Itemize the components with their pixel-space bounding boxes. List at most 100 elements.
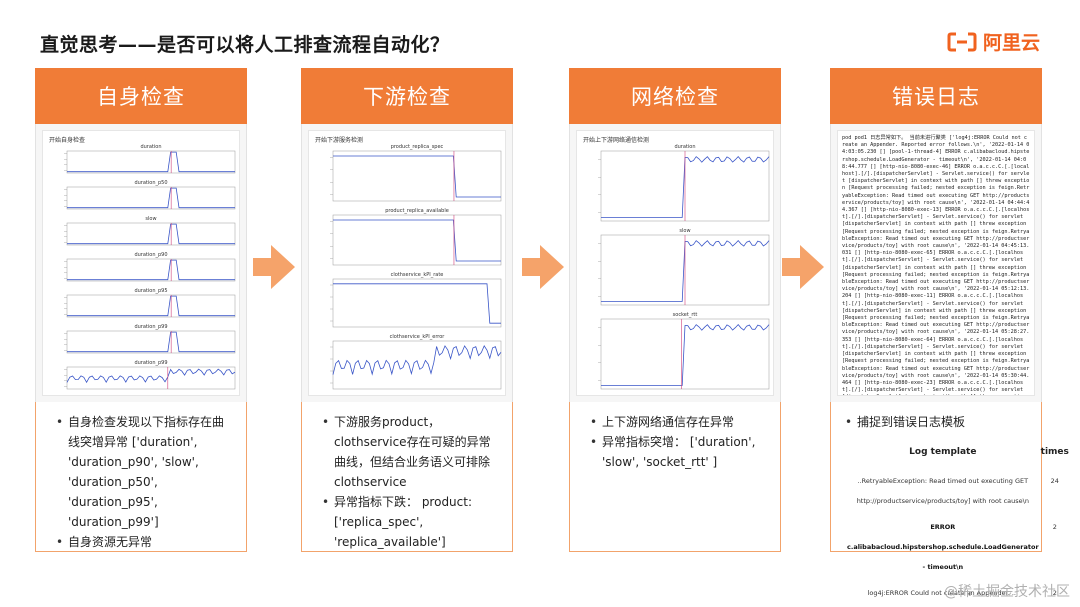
mini-chart-line [67,187,235,209]
table-cell-times: 24 [1050,477,1059,485]
mini-chart-title: clothservice_kPI_rate [391,272,444,278]
table-row: ..RetryableException: Read timed out exe… [845,468,1069,514]
mini-chart-title: slow [679,228,690,234]
mini-chart-frame [66,258,236,282]
mini-chart: slow [598,228,770,306]
mini-chart-line [67,151,235,173]
table-header-times: times [1040,447,1069,457]
table-cell-template: ..RetryableException: Read timed out exe… [856,477,1029,505]
mini-chart-frame [66,366,236,390]
column-header: 网络检查 [569,68,781,124]
table-row: log4j:ERROR Could not create an Appender… [845,580,1069,606]
mini-chart-frame [66,330,236,354]
column-header: 自身检查 [35,68,247,124]
column-error-log: 错误日志 pod pod1 日志异常如下。 当前未进行聚类 ['log4j:ER… [830,68,1069,597]
mini-chart-title: duration_p99 [134,324,167,330]
table-cell-template: ERROR c.alibabacloud.hipstershop.schedul… [847,523,1039,571]
watermark: @稀土掘金技术社区 [944,584,1070,600]
arrow-right-icon [782,245,824,289]
mini-chart-title: duration_p95 [134,288,167,294]
mini-chart: duration [64,144,236,174]
slide-title: 直觉思考——是否可以将人工排查流程自动化？ [40,34,450,56]
network-charts: 开始上下游网络通信检测 duration slow socket_rtt [569,124,781,402]
chart-caption: 开始下游服务检测 [315,137,364,144]
column-notes: 上下游网络通信存在异常 异常指标突增： ['duration', 'slow',… [569,402,781,552]
mini-chart-line [333,219,501,262]
mini-chart-line [333,155,501,198]
mini-chart-title: duration_p99 [134,360,167,366]
column-notes: 捕捉到错误日志模板 Log template times ..Retryable… [830,402,1069,597]
mini-chart-title: clothservice_kPI_error [390,334,446,340]
mini-chart: duration_p50 [64,180,236,210]
note-item: 自身检查发现以下指标存在曲线突增异常 ['duration', 'duratio… [56,412,234,532]
mini-chart-title: socket_rtt [673,312,698,318]
note-item: 异常指标下跌： product: ['replica_spec', 'repli… [322,492,500,552]
column-header: 下游检查 [301,68,513,124]
mini-chart-frame [332,150,502,202]
arrow-right-icon [522,245,564,289]
note-item: 异常指标突增： ['duration', 'slow', 'socket_rtt… [590,432,768,472]
mini-chart: duration_p95 [64,288,236,318]
table-cell-template: log4j:ERROR Could not create an Appender… [867,589,1019,597]
mini-chart: clothservice_kPI_rate [330,272,502,328]
mini-chart: duration_p90 [64,252,236,282]
mini-chart-line [66,368,236,384]
mini-chart-frame [66,222,236,246]
column-notes: 自身检查发现以下指标存在曲线突增异常 ['duration', 'duratio… [35,402,247,552]
chart-caption: 开始上下游网络通信检测 [583,137,650,144]
column-notes: 下游服务product，clothservice存在可疑的异常曲线，但结合业务语… [301,402,513,552]
network-chart-stack: duration slow socket_rtt [598,144,770,390]
mini-chart: product_replica_available [330,208,502,266]
mini-chart-frame [332,340,502,390]
mini-chart: slow [64,216,236,246]
log-output: pod pod1 日志异常如下。 当前未进行聚类 ['log4j:ERROR C… [842,135,1030,395]
mini-chart-title: duration [674,144,695,150]
mini-chart-line [67,295,235,317]
note-item: 自身资源无异常 [56,532,234,552]
aliyun-logo-icon [947,32,977,51]
mini-chart-frame [600,318,770,390]
logo-text: 阿里云 [982,32,1040,54]
note-item: 下游服务product，clothservice存在可疑的异常曲线，但结合业务语… [322,412,500,492]
mini-chart-frame [332,278,502,328]
mini-chart-title: product_replica_spec [391,144,444,150]
table-row: ERROR c.alibabacloud.hipstershop.schedul… [845,514,1069,580]
mini-chart-title: product_replica_available [385,208,449,214]
mini-chart: clothservice_kPI_error [330,334,502,390]
table-cell-times: 2 [1052,589,1057,597]
mini-chart-frame [66,186,236,210]
mini-chart-line [333,283,501,324]
downstream-chart-stack: product_replica_spec product_replica_avai… [330,144,502,390]
arrow-right-icon [253,245,295,289]
table-header-template: Log template [909,447,977,457]
mini-chart: duration_p99 [64,360,236,390]
mini-chart-frame [332,214,502,266]
mini-chart-frame [66,294,236,318]
note-item: 捕捉到错误日志模板 [845,412,1033,432]
mini-chart-title: duration_p50 [134,180,167,186]
mini-chart: product_replica_spec [330,144,502,202]
mini-chart-title: slow [145,216,156,222]
mini-chart-frame [66,150,236,174]
mini-chart-line [67,331,235,353]
mini-chart-title: duration [140,144,161,150]
mini-chart-line [67,223,235,245]
column-header: 错误日志 [830,68,1042,124]
mini-chart: duration [598,144,770,222]
note-item: 上下游网络通信存在异常 [590,412,768,432]
mini-chart: duration_p99 [64,324,236,354]
aliyun-logo: 阿里云 [947,28,1040,55]
mini-chart-title: duration_p90 [134,252,167,258]
log-template-table: Log template times ..RetryableException:… [845,440,1069,606]
mini-chart: socket_rtt [598,312,770,390]
error-log-view: pod pod1 日志异常如下。 当前未进行聚类 ['log4j:ERROR C… [830,124,1042,402]
mini-chart-line [601,323,770,386]
table-cell-times: 2 [1052,523,1057,531]
mini-chart-line [332,345,502,376]
mini-chart-line [67,259,235,281]
